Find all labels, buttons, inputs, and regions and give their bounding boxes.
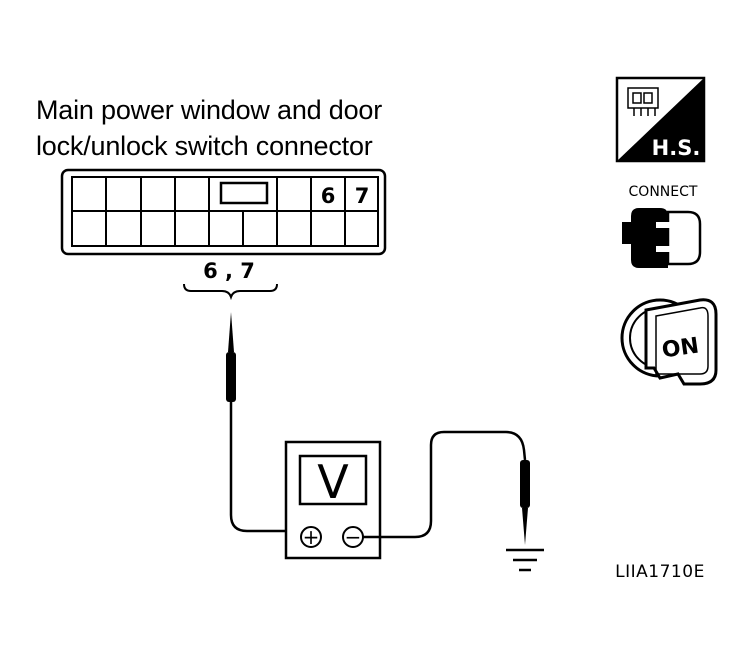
connector-plug-icon — [622, 208, 702, 268]
positive-terminal — [300, 526, 322, 548]
ignition-on-icon — [620, 298, 718, 386]
positive-probe — [226, 312, 292, 533]
pin-label-7: 7 — [355, 184, 370, 208]
connector-face — [60, 168, 387, 256]
minus-symbol: − — [345, 525, 362, 549]
connector-title: Main power window and door lock/unlock s… — [36, 92, 382, 164]
probe-brace — [183, 283, 278, 301]
voltmeter — [284, 440, 382, 560]
figure-code: LIIA1710E — [615, 562, 705, 582]
ignition-on-label: ON — [660, 334, 700, 364]
voltmeter-symbol: V — [317, 455, 349, 509]
pin-label-6: 6 — [321, 184, 336, 208]
negative-probe — [363, 430, 530, 545]
probe-pin-label: 6 , 7 — [203, 259, 255, 283]
connector-title-line1: Main power window and door — [36, 95, 382, 125]
hand-switch-icon — [615, 76, 706, 163]
connector-lock-tab — [219, 181, 269, 205]
connect-label: CONNECT — [629, 184, 698, 200]
ground-symbol — [506, 548, 544, 572]
hand-switch-label: H.S. — [652, 136, 701, 160]
connector-title-line2: lock/unlock switch connector — [36, 131, 373, 161]
plus-symbol: + — [303, 525, 320, 549]
